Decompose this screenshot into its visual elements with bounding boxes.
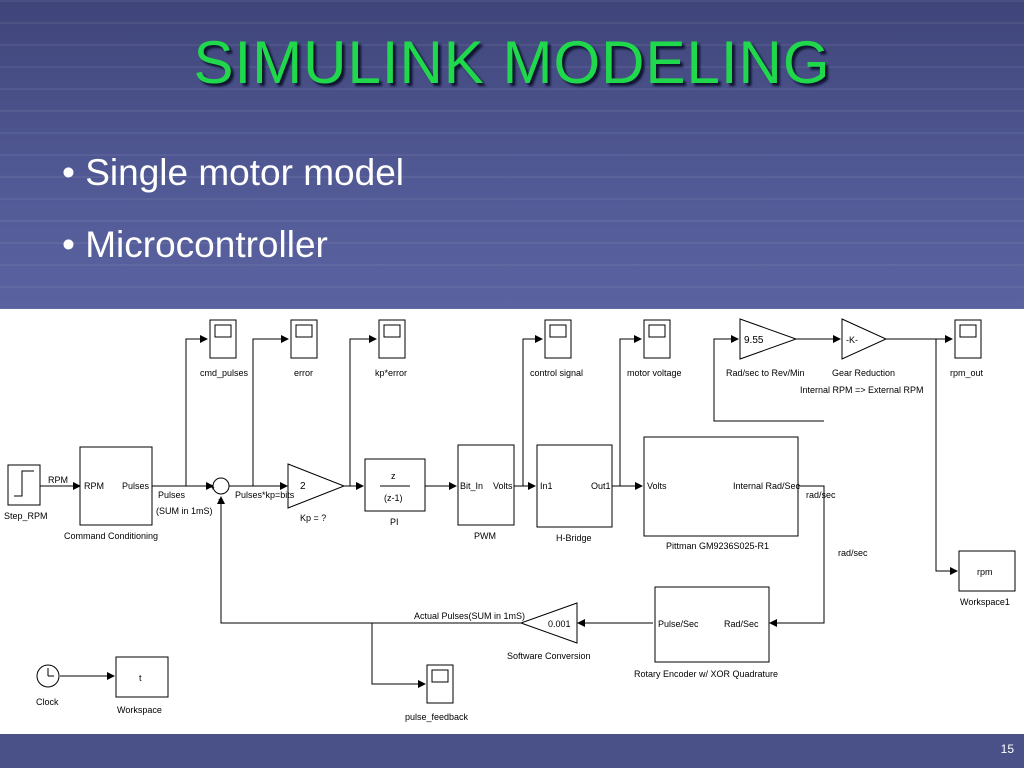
actual-pulses-label: Actual Pulses(SUM in 1mS) (414, 611, 525, 621)
gain-software-value: 0.001 (548, 619, 571, 629)
bullet-item: • Microcontroller (62, 224, 328, 265)
pi-denominator: (z-1) (384, 493, 403, 503)
encoder-in-port: Pulse/Sec (658, 619, 699, 629)
rad-sec-label-2: rad/sec (838, 548, 868, 558)
pwm-block[interactable] (457, 444, 515, 526)
workspace-rpm-var: rpm (977, 567, 993, 577)
motor-out-port: Internal Rad/Sec (733, 481, 801, 491)
pwm-out-port: Volts (493, 481, 513, 491)
encoder-out-port: Rad/Sec (724, 619, 759, 629)
scope-cmd-pulses[interactable] (209, 319, 237, 359)
workspace-t-name: Workspace (117, 705, 162, 715)
scope-motor-voltage-label: motor voltage (627, 368, 682, 378)
motor-block[interactable] (643, 436, 799, 537)
motor-name: Pittman GM9236S025-R1 (666, 541, 769, 551)
pi-numerator: z (391, 471, 396, 481)
motor-in-port: Volts (647, 481, 667, 491)
clock-block[interactable] (36, 664, 60, 688)
scope-motor-voltage[interactable] (643, 319, 671, 359)
gain-software-block[interactable] (519, 602, 578, 644)
gear-note: Internal RPM => External RPM (800, 385, 924, 395)
bullet-list: • Single motor model • Microcontroller (62, 152, 404, 296)
pwm-name: PWM (474, 531, 496, 541)
sum-window-label: (SUM in 1mS) (156, 506, 213, 516)
gain-gear-name: Gear Reduction (832, 368, 895, 378)
workspace-t-block[interactable] (115, 656, 169, 698)
scope-error-label: error (294, 368, 313, 378)
pi-name: PI (390, 517, 399, 527)
page-number: 15 (1000, 742, 1014, 756)
slide-footer: 15 (0, 734, 1024, 768)
pulses-line-label: Pulses (158, 490, 186, 500)
gain-rpm-value: 9.55 (744, 335, 764, 346)
gain-gear-block[interactable] (841, 318, 888, 360)
scope-kp-error[interactable] (378, 319, 406, 359)
slide-title: SIMULINK MODELING (193, 29, 831, 96)
scope-error[interactable] (290, 319, 318, 359)
step-label: Step_RPM (4, 511, 48, 521)
step-block[interactable] (7, 464, 41, 506)
gain-rpm-block[interactable] (739, 318, 798, 360)
scope-cmd-pulses-label: cmd_pulses (200, 368, 249, 378)
h-bridge-out-port: Out1 (591, 481, 611, 491)
sum-minus-sign: − (218, 495, 223, 504)
cmd-in-port: RPM (84, 481, 104, 491)
scope-rpm-out[interactable] (954, 319, 982, 359)
command-conditioning-block[interactable] (79, 446, 153, 526)
h-bridge-name: H-Bridge (556, 533, 592, 543)
clock-label: Clock (36, 697, 59, 707)
bullet-item: • Single motor model (62, 152, 404, 193)
scope-control-signal-label: control signal (530, 368, 583, 378)
simulink-diagram-canvas: Step_RPM RPM RPM Pulses Command Conditio… (4, 318, 1016, 722)
scope-control-signal[interactable] (544, 319, 572, 359)
gain-kp-name: Kp = ? (300, 513, 326, 523)
slide-background (0, 0, 1024, 310)
encoder-name: Rotary Encoder w/ XOR Quadrature (634, 669, 778, 679)
h-bridge-in-port: In1 (540, 481, 553, 491)
scope-kp-error-label: kp*error (375, 368, 407, 378)
simulink-diagram: Step_RPM RPM RPM Pulses Command Conditio… (0, 309, 1024, 734)
cmd-out-port: Pulses (122, 481, 150, 491)
scope-pulse-feedback[interactable] (426, 664, 454, 704)
gain-rpm-name: Rad/sec to Rev/Min (726, 368, 805, 378)
rotary-encoder-block[interactable] (654, 586, 770, 663)
workspace-rpm-block[interactable] (958, 550, 1016, 592)
scope-rpm-out-label: rpm_out (950, 368, 984, 378)
sum-block[interactable] (212, 477, 230, 495)
pwm-in-port: Bit_In (460, 481, 483, 491)
gain-software-name: Software Conversion (507, 651, 591, 661)
gain-gear-value: -K- (846, 335, 858, 345)
h-bridge-block[interactable] (536, 444, 613, 528)
pi-block[interactable] (364, 458, 426, 512)
kp-line-label: Pulses*kp=bits (235, 490, 295, 500)
cmd-block-name: Command Conditioning (64, 531, 158, 541)
workspace-rpm-name: Workspace1 (960, 597, 1010, 607)
scope-pulse-feedback-label: pulse_feedback (405, 712, 469, 722)
gain-kp-value: 2 (300, 481, 306, 492)
gain-kp-block[interactable] (287, 463, 346, 509)
cmd-line-label: RPM (48, 475, 68, 485)
workspace-t-var: t (139, 673, 142, 683)
sum-plus-sign: + (210, 483, 215, 492)
rad-sec-label: rad/sec (806, 490, 836, 500)
